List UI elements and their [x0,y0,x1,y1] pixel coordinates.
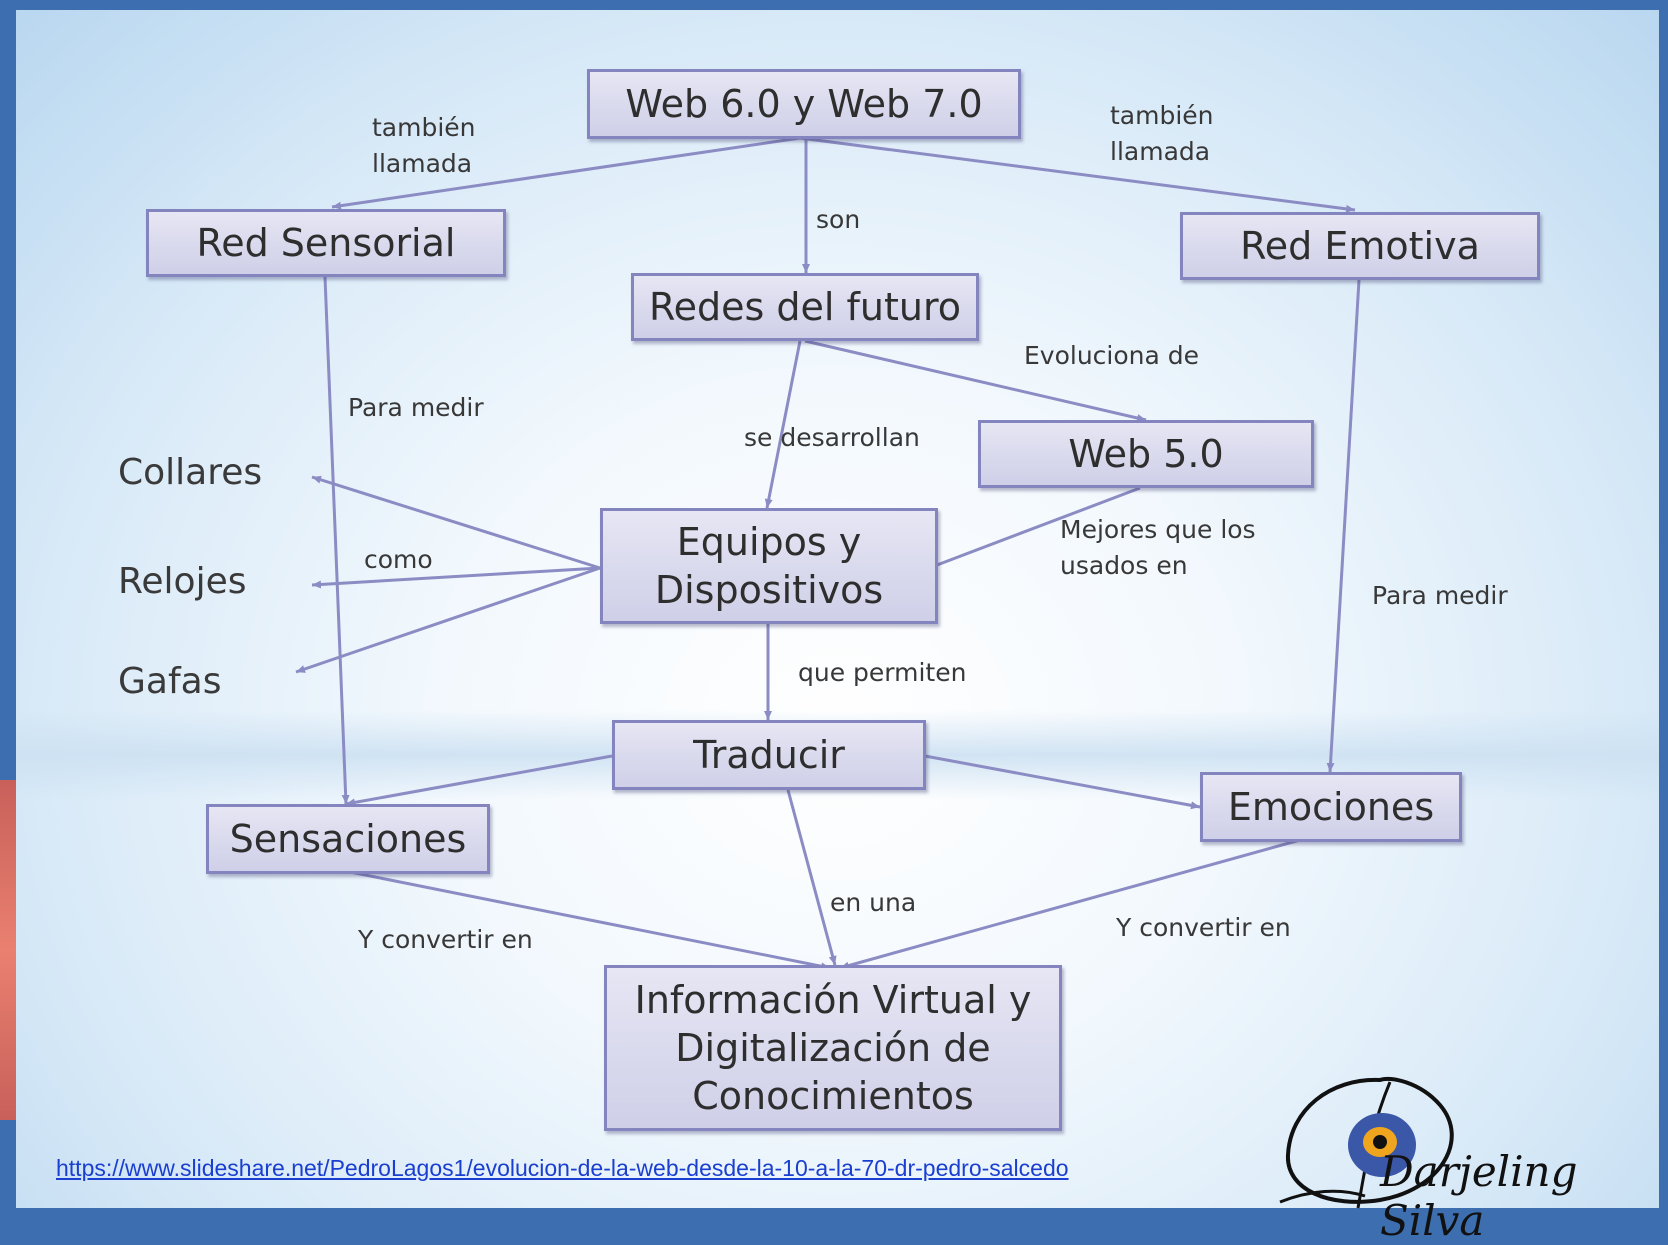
link-sensaciones-informacion [349,870,831,971]
label-para-medir-left: Para medir [348,393,484,422]
node-emociones-text: Emociones [1227,785,1435,829]
node-red-sensorial-text: Red Sensorial [196,221,456,265]
link-web5-equipos [936,486,1141,567]
label-convertir-right: Y convertir en [1116,913,1291,942]
leaf-relojes: Relojes [118,561,247,602]
node-sensaciones-text: Sensaciones [229,817,467,861]
link-emotiva-emociones [1326,279,1361,773]
node-equipos: Equipos y Dispositivos [600,508,938,624]
node-red-emotiva-text: Red Emotiva [1240,224,1480,268]
slide-canvas: Web 6.0 y Web 7.0 Red Sensorial Red Emot… [16,10,1659,1208]
node-redes-futuro-text: Redes del futuro [648,285,962,329]
link-equipos-gafas [295,566,601,674]
link-sensorial-sensaciones [323,276,350,805]
left-edge-decoration [0,780,16,1120]
node-web67-text: Web 6.0 y Web 7.0 [625,82,983,126]
link-traducir-sensaciones [345,754,613,807]
label-como: como [364,545,433,574]
label-en-una: en una [830,888,917,917]
node-redes-futuro: Redes del futuro [631,273,979,341]
label-mejores-que: Mejores que los usados en [1060,515,1256,580]
connector-lines [295,136,1361,971]
link-equipos-collares [311,475,601,570]
label-convertir-left: Y convertir en [358,925,533,954]
signature-logo [1279,1076,1454,1209]
node-emociones: Emociones [1200,772,1462,842]
label-evoluciona-de: Evoluciona de [1024,341,1200,370]
source-link[interactable]: https://www.slideshare.net/PedroLagos1/e… [56,1155,1069,1181]
label-se-desarrollan: se desarrollan [744,423,920,452]
node-web5: Web 5.0 [978,420,1314,488]
label-tambien-right: también llamada [1110,101,1214,166]
label-son: son [816,205,861,234]
node-informacion-text: Información Virtual y Digitalización de … [634,978,1032,1118]
label-que-permiten: que permiten [798,658,967,687]
link-web67-red-emotiva [799,136,1356,213]
signature-text: Darjeling Silva [1380,1147,1578,1245]
node-traducir: Traducir [612,720,926,790]
leaf-collares: Collares [118,452,263,493]
node-web5-text: Web 5.0 [1068,432,1224,476]
node-equipos-text: Equipos y Dispositivos [654,520,884,612]
node-red-sensorial: Red Sensorial [146,209,506,277]
node-informacion: Información Virtual y Digitalización de … [604,965,1062,1131]
link-futuro-web5 [804,339,1147,422]
link-equipos-relojes [311,566,601,589]
link-futuro-equipos [764,340,802,509]
node-web67: Web 6.0 y Web 7.0 [587,69,1021,139]
node-red-emotiva: Red Emotiva [1180,212,1540,280]
link-traducir-emociones [924,754,1201,810]
link-traducir-informacion [786,789,837,966]
node-traducir-text: Traducir [693,733,845,777]
node-sensaciones: Sensaciones [206,804,490,874]
leaf-gafas: Gafas [118,661,222,702]
link-web67-red-sensorial [331,136,801,210]
label-tambien-left: también llamada [372,113,476,178]
label-para-medir-right: Para medir [1372,581,1508,610]
link-emociones-informacion [839,838,1301,970]
